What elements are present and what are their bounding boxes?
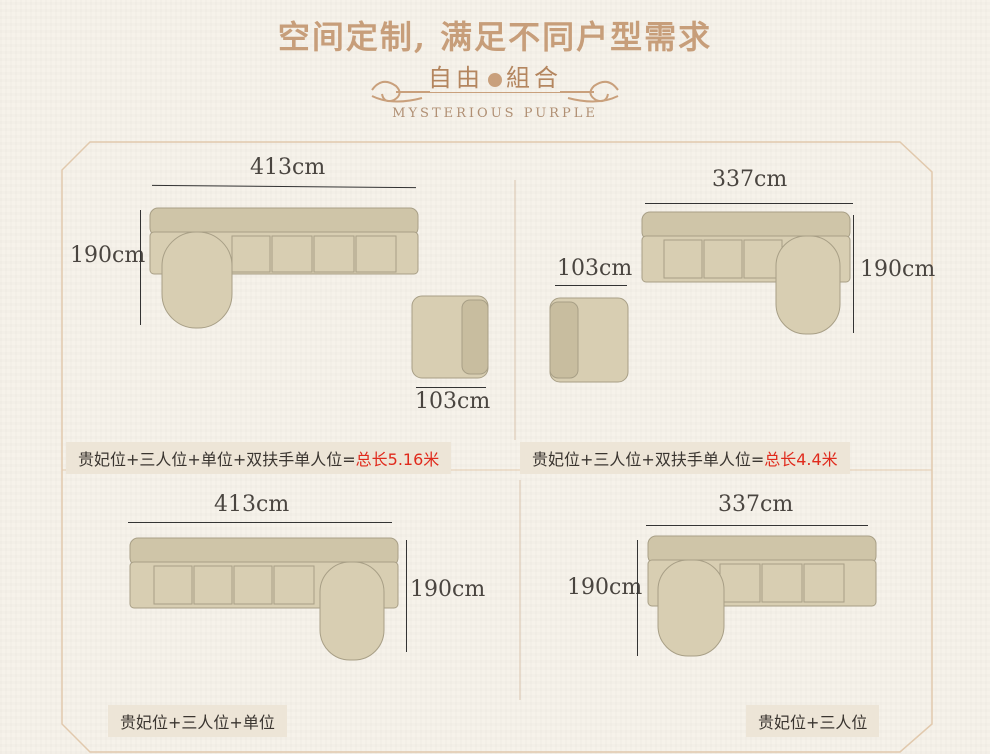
tr-caption-total: 总长4.4米 — [764, 450, 838, 469]
br-height-label: 190cm — [567, 575, 643, 600]
bl-height-label: 190cm — [410, 577, 486, 602]
subtitle-left: 自由 — [428, 64, 484, 92]
bl-caption-main: 贵妃位+三人位+单位 — [120, 713, 275, 732]
tl-height-label: 190cm — [70, 243, 146, 268]
tr-caption-main: 贵妃位+三人位+双扶手单人位= — [532, 450, 765, 469]
tl-chair-label: 103cm — [415, 389, 491, 414]
tr-chair-label: 103cm — [557, 256, 633, 281]
br-caption-main: 贵妃位+三人位 — [758, 713, 868, 732]
br-width-line — [646, 525, 868, 526]
tr-caption: 贵妃位+三人位+双扶手单人位=总长4.4米 — [520, 442, 850, 474]
tl-caption-total: 总长5.16米 — [355, 450, 440, 469]
tl-caption: 贵妃位+三人位+单位+双扶手单人位=总长5.16米 — [66, 442, 452, 474]
tl-width-label: 413cm — [250, 155, 326, 180]
page-title: 空间定制, 满足不同户型需求 — [277, 18, 713, 56]
tr-width-label: 337cm — [712, 167, 788, 192]
tl-chair-line — [416, 387, 486, 388]
bl-width-label: 413cm — [214, 492, 290, 517]
header-flourish-icon — [371, 80, 619, 103]
flower-ornament-icon — [488, 72, 502, 87]
english-subtitle: MYSTERIOUS PURPLE — [392, 106, 598, 121]
br-width-label: 337cm — [718, 492, 794, 517]
br-height-line — [637, 540, 638, 656]
tl-caption-main: 贵妃位+三人位+单位+双扶手单人位= — [78, 450, 356, 469]
tr-height-line — [853, 215, 854, 333]
page-subtitle: 自由組合 — [0, 58, 990, 93]
br-caption: 贵妃位+三人位 — [746, 705, 880, 737]
bl-caption: 贵妃位+三人位+单位 — [108, 705, 287, 737]
subtitle-underline — [430, 92, 560, 93]
subtitle-right: 組合 — [506, 64, 562, 92]
tr-width-line — [645, 203, 853, 204]
bl-width-line — [128, 522, 392, 523]
bl-height-line — [406, 540, 407, 652]
tr-chair-line — [555, 285, 627, 286]
tr-height-label: 190cm — [860, 257, 936, 282]
tl-height-line — [140, 210, 141, 325]
